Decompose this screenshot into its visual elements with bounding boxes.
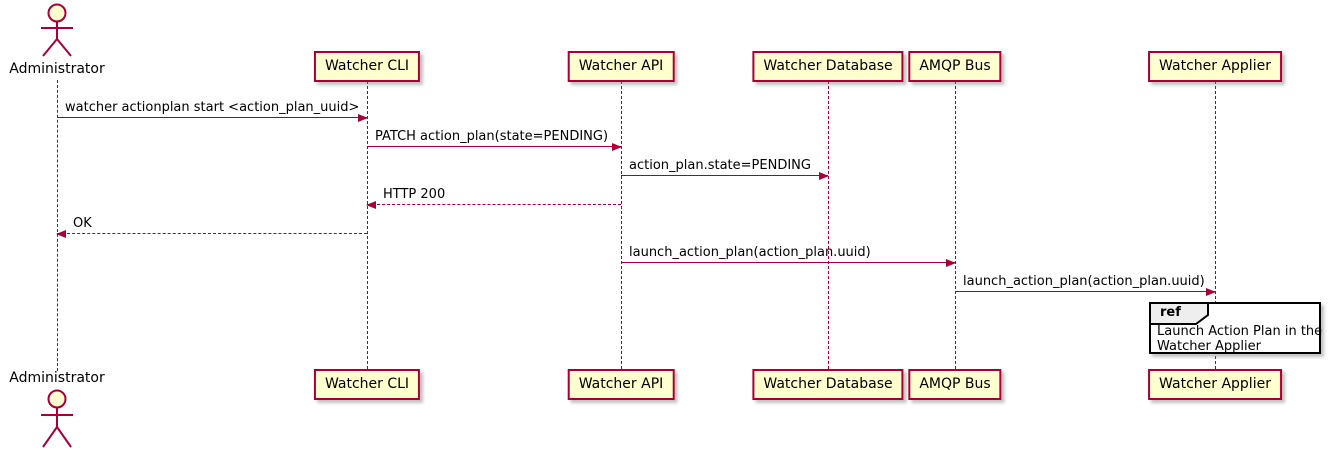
message-label: action_plan.state=PENDING — [629, 158, 811, 173]
arrowhead-icon — [358, 114, 368, 122]
lifeline-watcher-database — [828, 81, 829, 369]
participant-watcher-applier-bottom: Watcher Applier — [1148, 369, 1282, 400]
actor-label-bottom: Administrator — [9, 370, 105, 386]
participant-amqp-bus-bottom: AMQP Bus — [908, 369, 1002, 400]
message-label: watcher actionplan start <action_plan_uu… — [65, 100, 360, 115]
message-label: PATCH action_plan(state=PENDING) — [375, 129, 609, 144]
ref-keyword: ref — [1160, 305, 1181, 320]
message-patch-action-plan: PATCH action_plan(state=PENDING) — [367, 128, 622, 151]
participant-watcher-cli-bottom: Watcher CLI — [313, 369, 421, 400]
message-line — [621, 175, 828, 176]
message-line — [57, 117, 367, 118]
actor-label: Administrator — [9, 61, 105, 77]
participant-watcher-api: Watcher API — [567, 51, 675, 82]
message-line — [367, 204, 621, 205]
message-http-200: HTTP 200 — [366, 186, 621, 209]
message-launch-action-plan-applier: launch_action_plan(action_plan.uuid) — [955, 273, 1216, 296]
message-label: launch_action_plan(action_plan.uuid) — [629, 245, 871, 260]
message-launch-action-plan-amqp: launch_action_plan(action_plan.uuid) — [621, 244, 956, 267]
participant-watcher-applier: Watcher Applier — [1148, 51, 1282, 82]
message-watcher-actionplan-start: watcher actionplan start <action_plan_uu… — [57, 99, 368, 122]
ref-tab-shape — [1150, 303, 1209, 325]
actor-icon — [41, 3, 73, 57]
lifeline-amqp-bus — [955, 81, 956, 369]
participant-amqp-bus: AMQP Bus — [908, 51, 1002, 82]
message-line — [955, 291, 1215, 292]
actor-icon-bottom — [41, 389, 73, 448]
lifeline-administrator — [57, 80, 58, 371]
participant-watcher-cli: Watcher CLI — [313, 51, 421, 82]
ref-text-line: Launch Action Plan in the — [1157, 324, 1323, 339]
message-label: HTTP 200 — [383, 187, 446, 202]
message-label: launch_action_plan(action_plan.uuid) — [963, 274, 1205, 289]
ref-text: Launch Action Plan in the Watcher Applie… — [1157, 324, 1323, 354]
message-line — [57, 233, 367, 234]
arrowhead-icon — [612, 143, 622, 151]
message-line — [367, 146, 621, 147]
lifeline-watcher-cli — [367, 81, 368, 369]
arrowhead-icon — [56, 230, 66, 238]
arrowhead-icon — [366, 201, 376, 209]
message-label: OK — [73, 216, 92, 231]
arrowhead-icon — [819, 172, 829, 180]
ref-text-line: Watcher Applier — [1157, 339, 1261, 354]
message-ok: OK — [56, 215, 367, 238]
arrowhead-icon — [1206, 288, 1216, 296]
message-line — [621, 262, 955, 263]
lifeline-watcher-api — [621, 81, 622, 369]
ref-frame: ref Launch Action Plan in the Watcher Ap… — [1149, 302, 1323, 354]
participant-watcher-api-bottom: Watcher API — [567, 369, 675, 400]
arrowhead-icon — [946, 259, 956, 267]
lifeline-watcher-applier — [1215, 81, 1216, 369]
message-action-plan-state-pending: action_plan.state=PENDING — [621, 157, 829, 180]
participant-watcher-database: Watcher Database — [752, 51, 904, 82]
participant-watcher-database-bottom: Watcher Database — [752, 369, 904, 400]
